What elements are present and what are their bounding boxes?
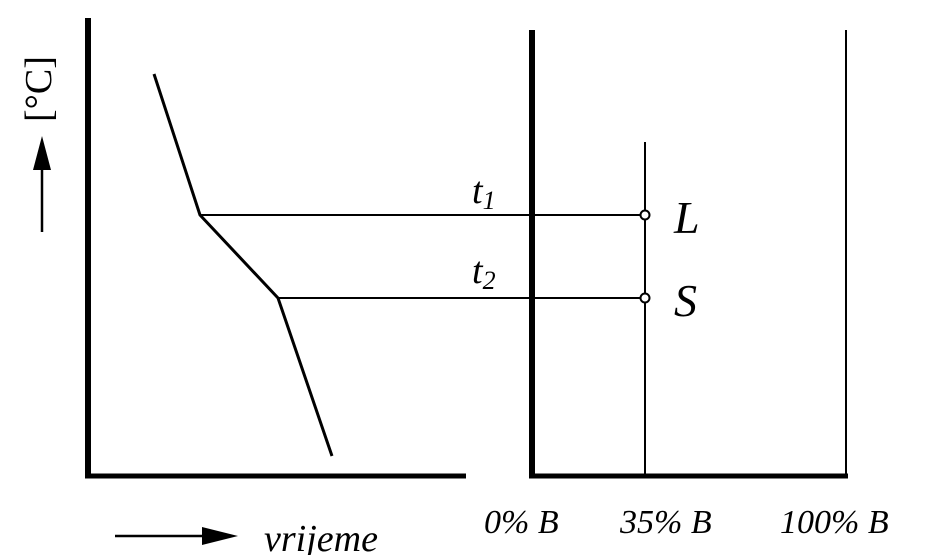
liquidus-point xyxy=(639,209,651,221)
x-axis-label: vrijeme xyxy=(264,518,378,555)
liquidus-label: L xyxy=(673,192,700,243)
tick-100-percent-b: 100% B xyxy=(780,504,889,541)
tick-35-percent-b: 35% B xyxy=(619,504,712,541)
time-arrow-head-icon xyxy=(202,527,238,545)
solidus-point xyxy=(639,292,651,304)
t1-label: t1 xyxy=(472,170,496,215)
y-axis-label: [°C] xyxy=(18,56,60,122)
solidus-label: S xyxy=(674,275,697,326)
t2-label: t2 xyxy=(472,250,496,295)
temperature-arrow-head-icon xyxy=(33,136,51,170)
cooling-curve xyxy=(152,73,334,457)
tick-0-percent-b: 0% B xyxy=(484,504,559,541)
